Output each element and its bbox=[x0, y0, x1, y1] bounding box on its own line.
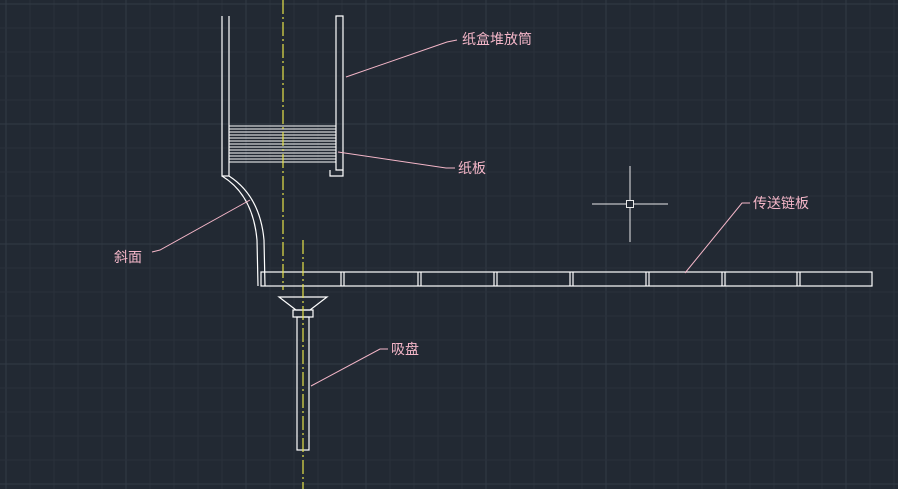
leader-suction-cup bbox=[310, 348, 388, 387]
conveyor-outline bbox=[260, 271, 873, 287]
leader-slope bbox=[151, 199, 251, 253]
label-conveyor-chain-plate: 传送链板 bbox=[753, 196, 809, 212]
label-carton-stack-tube: 纸盒堆放筒 bbox=[462, 31, 532, 48]
slope-outer-curve bbox=[221, 175, 259, 287]
leader-lines bbox=[151, 39, 750, 387]
label-cardboard: 纸板 bbox=[458, 161, 486, 177]
crosshair-pickbox bbox=[626, 200, 634, 208]
centerlines bbox=[282, 0, 304, 489]
tube-right-foot bbox=[329, 170, 344, 177]
carton-stack-tube bbox=[221, 15, 344, 177]
leader-carton-stack-tube bbox=[345, 39, 458, 78]
label-slope: 斜面 bbox=[114, 250, 142, 266]
label-suction-cup: 吸盘 bbox=[391, 341, 419, 358]
crosshair-cursor-icon bbox=[592, 166, 668, 242]
leader-conveyor-chain-plate bbox=[684, 202, 750, 274]
tube-left-wall bbox=[221, 16, 230, 177]
slope-inner-curve bbox=[228, 175, 266, 287]
leader-cardboard bbox=[337, 151, 455, 169]
conveyor-chain-plate bbox=[260, 271, 873, 287]
slope bbox=[221, 175, 266, 287]
